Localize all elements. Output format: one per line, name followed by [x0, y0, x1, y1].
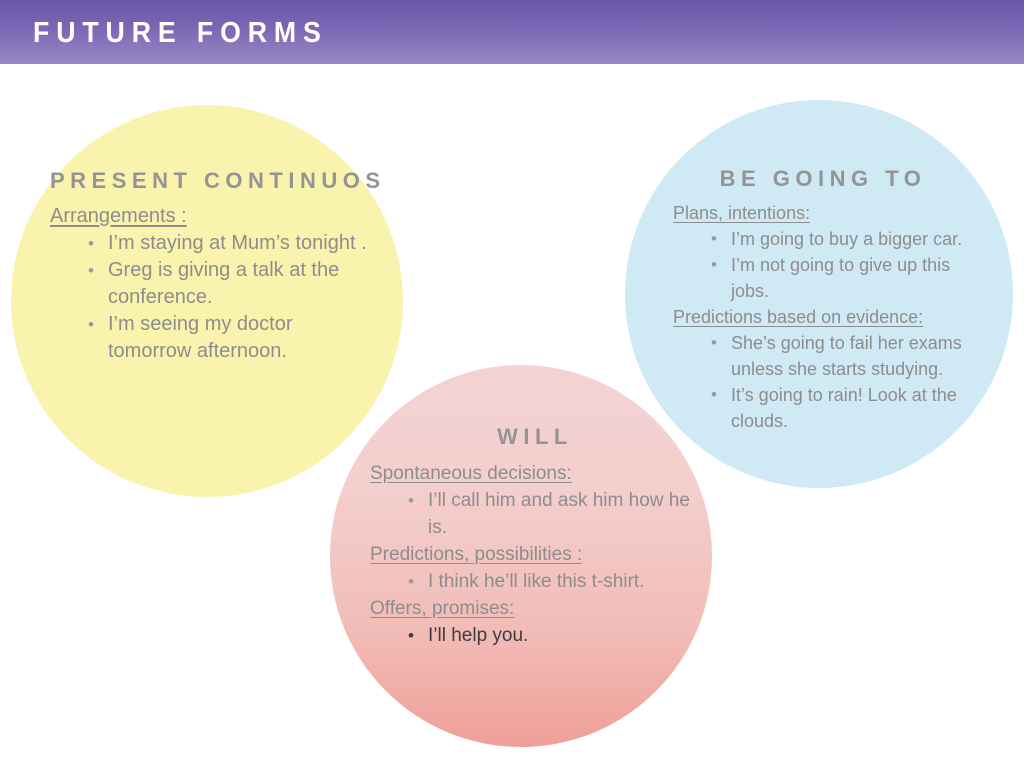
list-item: Greg is giving a talk at the conference. [88, 257, 370, 311]
list-item: She’s going to fail her exams unless she… [711, 330, 973, 382]
will-content: WILL Spontaneous decisions: I’ll call hi… [370, 424, 700, 649]
bullet-list-offers-promises: I’ll help you. [370, 622, 700, 649]
list-item: I’ll call him and ask him how he is. [408, 487, 700, 541]
lead-offers-promises: Offers, promises: [370, 598, 515, 619]
list-item: I’m staying at Mum’s tonight . [88, 230, 370, 257]
list-item: I’m seeing my doctor tomorrow afternoon. [88, 311, 370, 365]
list-item: I think he’ll like this t-shirt. [408, 568, 700, 595]
list-item: I’m going to buy a bigger car. [711, 226, 973, 252]
lead-arrangements: Arrangements : [50, 205, 187, 227]
list-item: It’s going to rain! Look at the clouds. [711, 382, 973, 434]
page-title: FUTURE FORMS [33, 17, 328, 49]
present-continuous-content: PRESENT CONTINUOS Arrangements : I’m sta… [50, 168, 386, 365]
section-title-present-continuous: PRESENT CONTINUOS [50, 168, 386, 193]
circle-will [330, 365, 712, 747]
be-going-to-content: BE GOING TO Plans, intentions: I’m going… [673, 166, 973, 434]
bullet-list-plans-intentions: I’m going to buy a bigger car. I’m not g… [673, 226, 973, 304]
list-item: I’m not going to give up this jobs. [711, 252, 973, 304]
lead-plans-intentions: Plans, intentions: [673, 203, 811, 223]
section-title-will: WILL [497, 424, 573, 449]
lead-spontaneous-decisions: Spontaneous decisions: [370, 463, 572, 484]
lead-predictions-possibilities: Predictions, possibilities : [370, 544, 583, 565]
bullet-list-predictions-evidence: She’s going to fail her exams unless she… [673, 330, 973, 434]
bullet-list-arrangements: I’m staying at Mum’s tonight . Greg is g… [50, 230, 370, 365]
list-item: I’ll help you. [408, 622, 700, 649]
bullet-list-predictions-possibilities: I think he’ll like this t-shirt. [370, 568, 700, 595]
section-title-be-going-to: BE GOING TO [719, 166, 927, 191]
header-bar: FUTURE FORMS [0, 0, 1024, 64]
bullet-list-spontaneous-decisions: I’ll call him and ask him how he is. [370, 487, 700, 541]
lead-predictions-evidence: Predictions based on evidence: [673, 307, 924, 327]
